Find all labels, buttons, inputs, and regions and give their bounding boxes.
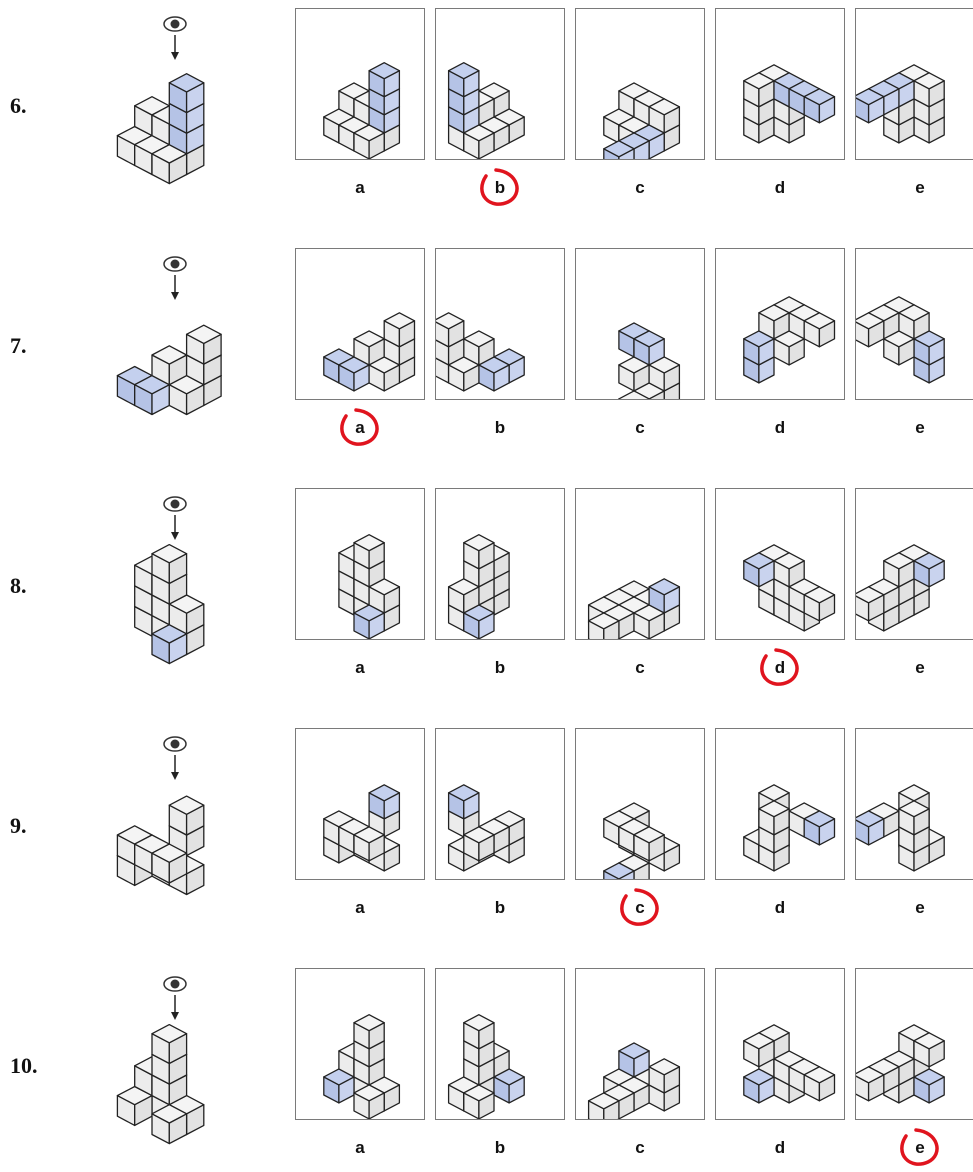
option-box-b[interactable] (435, 8, 565, 160)
question-number: 10. (10, 1053, 38, 1079)
option-figure (296, 729, 424, 879)
option-label-d[interactable]: d (715, 658, 845, 678)
option-figure (576, 489, 704, 639)
option-box-d[interactable] (715, 728, 845, 880)
option-label-c[interactable]: c (575, 418, 705, 438)
reference-figure (80, 728, 260, 908)
reference-figure (80, 8, 260, 188)
option-figure (716, 9, 844, 159)
option-box-e[interactable] (855, 728, 973, 880)
option-figure (716, 489, 844, 639)
option-label-b[interactable]: b (435, 658, 565, 678)
option-label-e[interactable]: e (855, 418, 973, 438)
option-figure (856, 489, 973, 639)
option-label-e[interactable]: e (855, 658, 973, 678)
option-label-c[interactable]: c (575, 1138, 705, 1158)
question-number: 7. (10, 333, 27, 359)
option-figure (576, 249, 704, 399)
option-label-a[interactable]: a (295, 658, 425, 678)
option-box-c[interactable] (575, 8, 705, 160)
option-box-b[interactable] (435, 728, 565, 880)
eye-icon (164, 977, 186, 991)
option-label-e[interactable]: e (855, 1138, 973, 1158)
arrow-down-icon (171, 35, 179, 60)
option-label-b[interactable]: b (435, 898, 565, 918)
option-figure (436, 9, 564, 159)
option-box-a[interactable] (295, 248, 425, 400)
option-box-c[interactable] (575, 248, 705, 400)
option-box-d[interactable] (715, 248, 845, 400)
option-figure (576, 9, 704, 159)
option-label-a[interactable]: a (295, 418, 425, 438)
option-box-c[interactable] (575, 968, 705, 1120)
option-box-d[interactable] (715, 488, 845, 640)
arrow-down-icon (171, 515, 179, 540)
option-box-b[interactable] (435, 248, 565, 400)
arrow-down-icon (171, 755, 179, 780)
option-figure (856, 9, 973, 159)
option-label-d[interactable]: d (715, 1138, 845, 1158)
eye-icon (164, 257, 186, 271)
option-figure (436, 249, 564, 399)
option-box-c[interactable] (575, 728, 705, 880)
option-figure (436, 729, 564, 879)
option-label-a[interactable]: a (295, 1138, 425, 1158)
option-label-d[interactable]: d (715, 898, 845, 918)
option-label-e[interactable]: e (855, 898, 973, 918)
eye-icon (164, 17, 186, 31)
option-label-a[interactable]: a (295, 898, 425, 918)
option-figure (716, 729, 844, 879)
option-figure (856, 969, 973, 1119)
reference-figure (80, 248, 260, 428)
question-number: 9. (10, 813, 27, 839)
arrow-down-icon (171, 275, 179, 300)
option-figure (576, 729, 704, 879)
option-figure (296, 489, 424, 639)
option-label-a[interactable]: a (295, 178, 425, 198)
option-figure (716, 249, 844, 399)
option-box-b[interactable] (435, 968, 565, 1120)
option-box-a[interactable] (295, 488, 425, 640)
option-label-d[interactable]: d (715, 178, 845, 198)
option-figure (856, 729, 973, 879)
option-box-d[interactable] (715, 8, 845, 160)
option-box-a[interactable] (295, 968, 425, 1120)
question-number: 6. (10, 93, 27, 119)
option-label-b[interactable]: b (435, 178, 565, 198)
reference-figure (80, 488, 260, 668)
option-box-c[interactable] (575, 488, 705, 640)
option-label-c[interactable]: c (575, 178, 705, 198)
option-box-e[interactable] (855, 248, 973, 400)
option-figure (856, 249, 973, 399)
question-number: 8. (10, 573, 27, 599)
reference-figure (80, 968, 260, 1148)
option-label-c[interactable]: c (575, 658, 705, 678)
option-label-c[interactable]: c (575, 898, 705, 918)
option-figure (436, 969, 564, 1119)
option-figure (716, 969, 844, 1119)
arrow-down-icon (171, 995, 179, 1020)
option-box-a[interactable] (295, 8, 425, 160)
option-label-b[interactable]: b (435, 1138, 565, 1158)
option-figure (296, 249, 424, 399)
option-label-e[interactable]: e (855, 178, 973, 198)
option-box-a[interactable] (295, 728, 425, 880)
option-box-e[interactable] (855, 8, 973, 160)
eye-icon (164, 737, 186, 751)
option-box-b[interactable] (435, 488, 565, 640)
option-label-b[interactable]: b (435, 418, 565, 438)
option-figure (296, 9, 424, 159)
option-box-e[interactable] (855, 968, 973, 1120)
option-box-e[interactable] (855, 488, 973, 640)
option-figure (436, 489, 564, 639)
option-box-d[interactable] (715, 968, 845, 1120)
option-figure (296, 969, 424, 1119)
eye-icon (164, 497, 186, 511)
option-figure (576, 969, 704, 1119)
option-label-d[interactable]: d (715, 418, 845, 438)
